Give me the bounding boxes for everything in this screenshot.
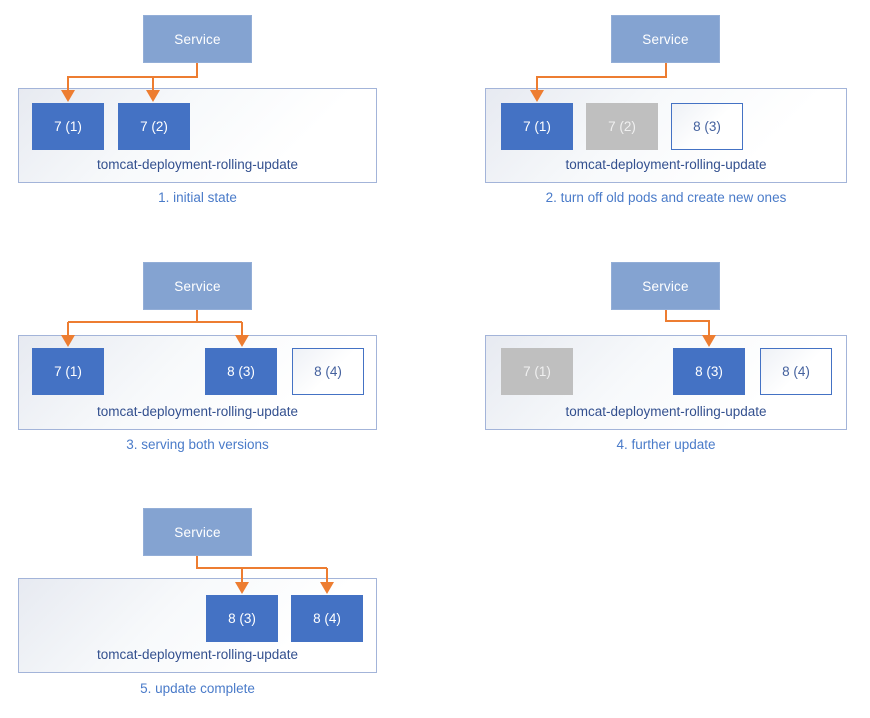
pod-8-4: 8 (4) [292, 348, 364, 395]
pod-7-1: 7 (1) [32, 348, 104, 395]
panel-caption: 3. serving both versions [126, 437, 269, 452]
pod-8-3: 8 (3) [205, 348, 277, 395]
panel-caption: 4. further update [616, 437, 716, 452]
deployment-label: tomcat-deployment-rolling-update [96, 647, 299, 662]
pod-8-3: 8 (3) [671, 103, 743, 150]
service-box: Service [143, 262, 252, 310]
service-box: Service [143, 15, 252, 63]
pod-8-4: 8 (4) [760, 348, 832, 395]
service-box: Service [611, 262, 720, 310]
pod-8-4: 8 (4) [291, 595, 363, 642]
pod-8-3: 8 (3) [206, 595, 278, 642]
deployment-label: tomcat-deployment-rolling-update [96, 404, 299, 419]
panel-caption: 5. update complete [140, 681, 255, 696]
deployment-label: tomcat-deployment-rolling-update [565, 157, 767, 172]
panel-caption: 2. turn off old pods and create new ones [545, 190, 787, 205]
deployment-label: tomcat-deployment-rolling-update [565, 404, 767, 419]
pod-7-1: 7 (1) [501, 103, 573, 150]
pod-7-2: 7 (2) [586, 103, 658, 150]
pod-7-2: 7 (2) [118, 103, 190, 150]
service-box: Service [143, 508, 252, 556]
deployment-label: tomcat-deployment-rolling-update [96, 157, 299, 172]
pod-7-1: 7 (1) [501, 348, 573, 395]
service-box: Service [611, 15, 720, 63]
pod-8-3: 8 (3) [673, 348, 745, 395]
pod-7-1: 7 (1) [32, 103, 104, 150]
panel-caption: 1. initial state [158, 190, 237, 205]
